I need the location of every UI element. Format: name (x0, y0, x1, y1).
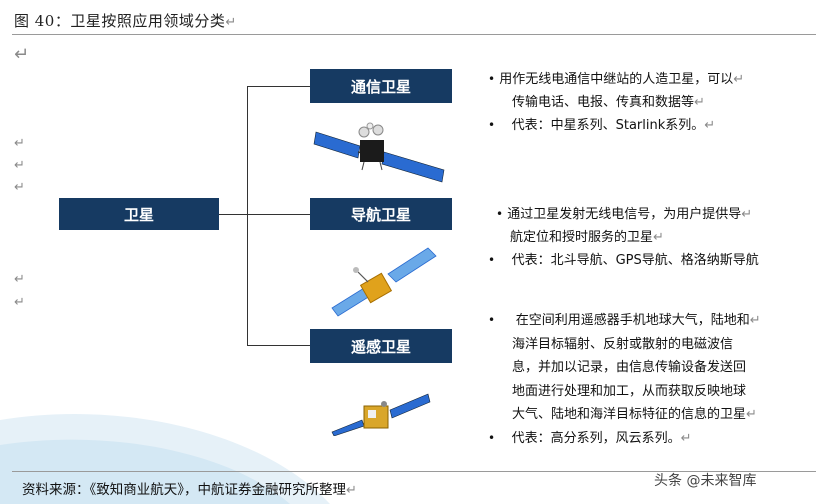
watermark-text: 头条 @未来智库 (654, 473, 757, 489)
para-mark: ↵ (14, 44, 30, 65)
title-rule (12, 34, 816, 35)
figure-title: 图 40：卫星按照应用领域分类↵ (14, 12, 237, 30)
connector-line (247, 214, 311, 215)
para-mark: ↵ (14, 180, 25, 195)
category-box-remote-sensing: 遥感卫星 (310, 329, 452, 363)
connector-line (247, 86, 311, 87)
category-box-navigation: 导航卫星 (310, 198, 452, 230)
root-satellite-box: 卫星 (59, 198, 219, 230)
communication-description: • 用作无线电通信中继站的人造卫星，可以↵ 传输电话、电报、传真和数据等↵ • … (488, 72, 745, 133)
para-mark: ↵ (14, 136, 25, 151)
connector-line (219, 214, 248, 215)
para-mark: ↵ (14, 158, 25, 173)
communication-satellite-icon (313, 122, 445, 183)
source-rule (12, 471, 816, 472)
connector-line (247, 86, 248, 346)
category-box-communication: 通信卫星 (310, 69, 452, 103)
navigation-satellite-icon (331, 247, 437, 317)
source-note: 资料来源：《致知商业航天》，中航证券金融研究所整理↵ (22, 482, 357, 498)
para-mark: ↵ (14, 272, 25, 287)
para-mark: ↵ (14, 295, 25, 310)
remote-sensing-satellite-icon (331, 393, 431, 436)
navigation-description: • 通过卫星发射无线电信号，为用户提供导↵ 航定位和授时服务的卫星↵ • 代表：… (488, 207, 759, 268)
connector-line (247, 345, 311, 346)
remote-sensing-description: • 在空间利用遥感器手机地球大气，陆地和↵ 海洋目标辐射、反射或散射的电磁波信 … (488, 313, 761, 446)
